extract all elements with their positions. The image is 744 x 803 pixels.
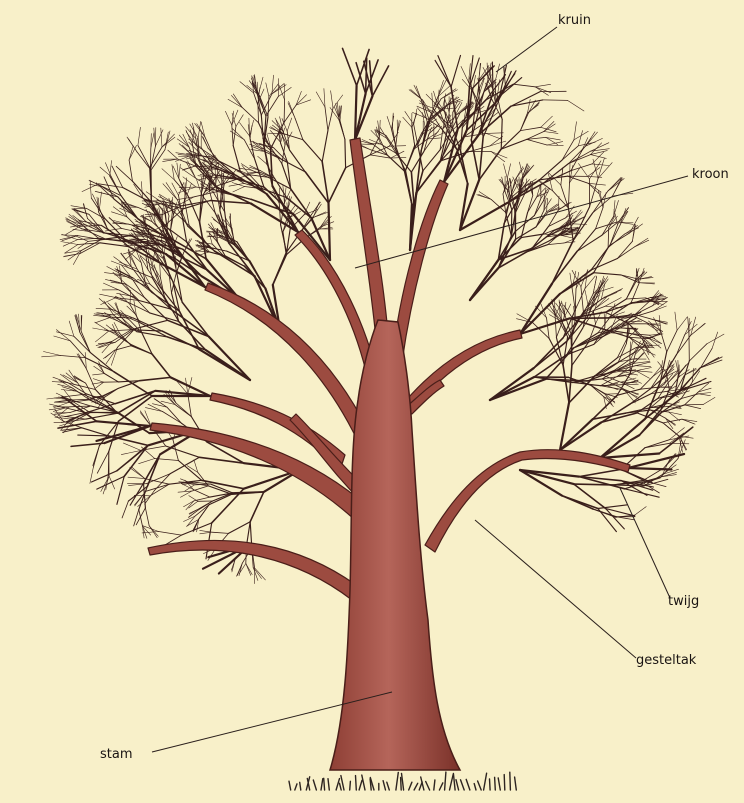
grass-tufts — [289, 772, 516, 790]
label-kruin: kruin — [558, 13, 591, 28]
label-gesteltak: gesteltak — [636, 653, 697, 668]
leader-twijg — [620, 488, 670, 598]
gesteltak-limb — [425, 450, 630, 552]
leader-kruin — [496, 27, 557, 72]
leader-gesteltak — [475, 520, 636, 658]
label-kroon: kroon — [692, 167, 729, 182]
label-stam: stam — [100, 747, 133, 762]
left-lower-limb — [148, 540, 356, 600]
left-limb — [150, 423, 360, 520]
label-twijg: twijg — [668, 594, 699, 609]
